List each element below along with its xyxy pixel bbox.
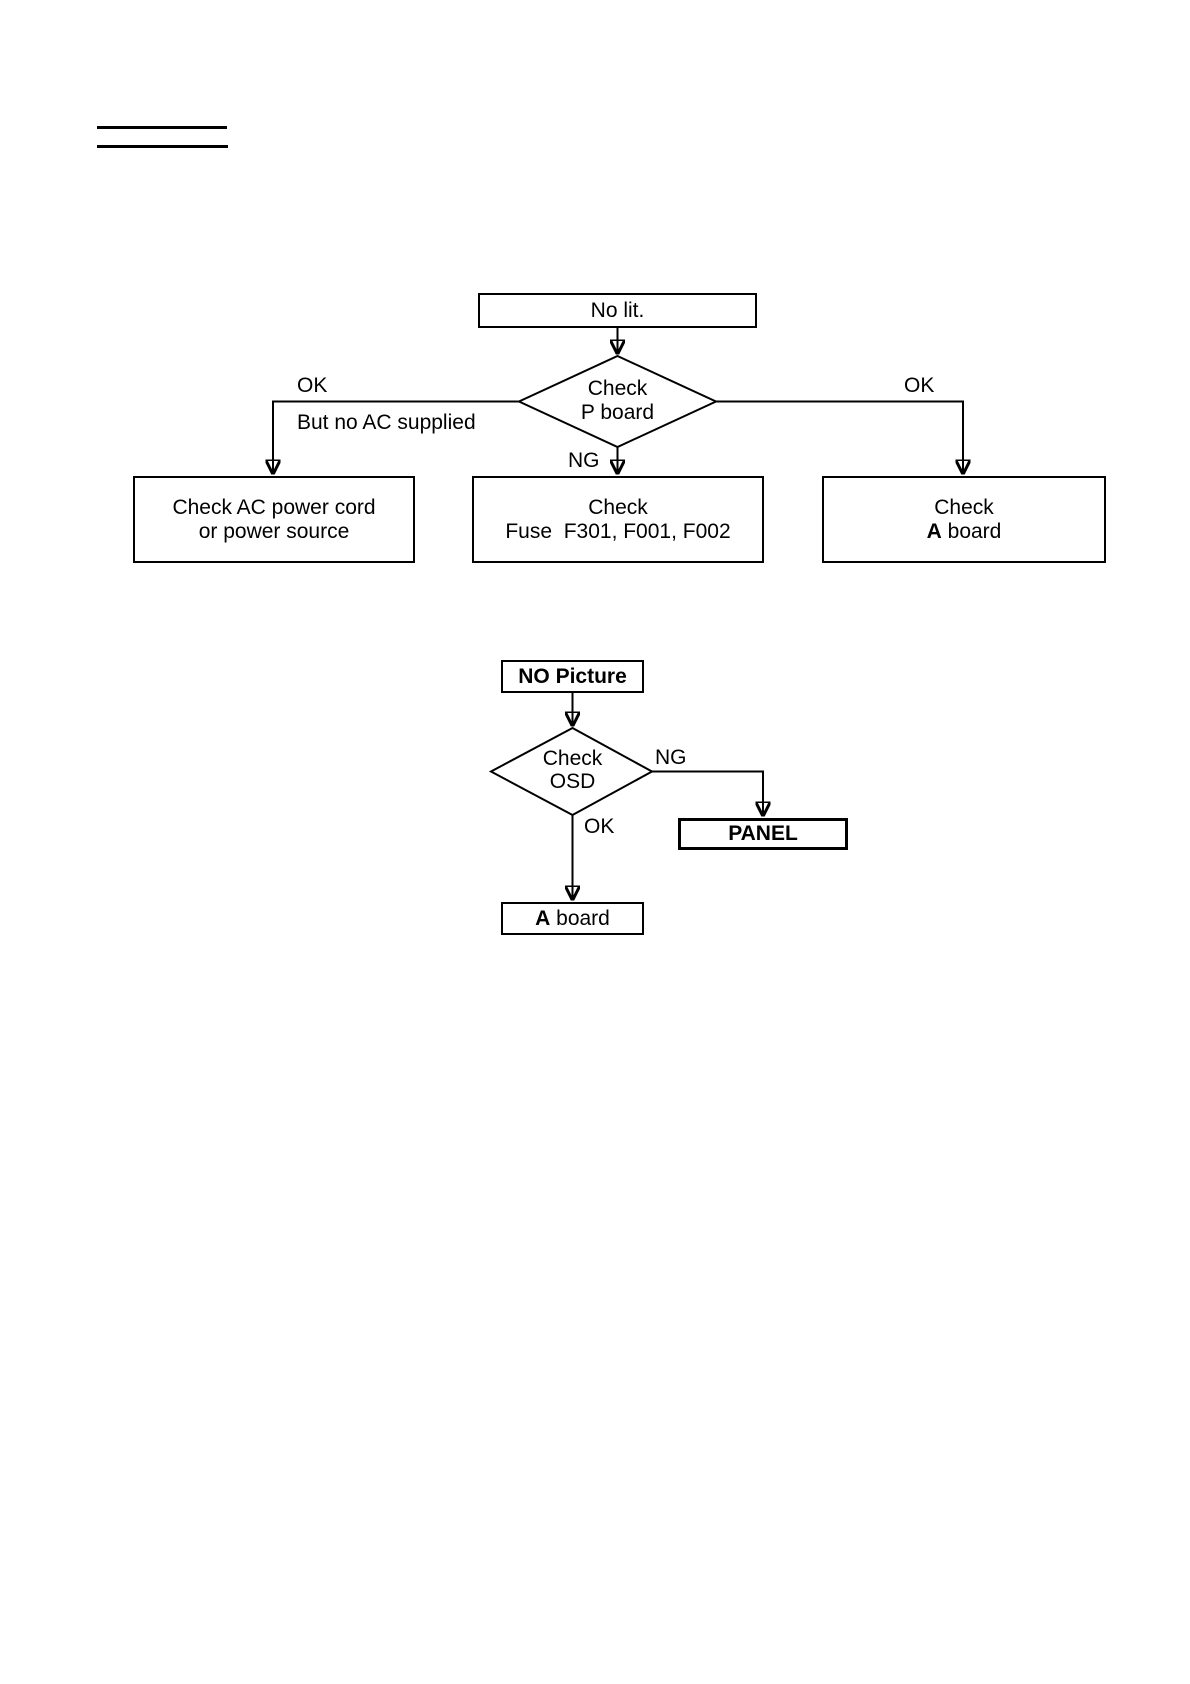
check-fuse-line2: Fuse F301, F001, F002 (505, 519, 731, 543)
label-ok-left: OK (297, 374, 328, 397)
flowchart-box-check-a-board: Check A board (822, 476, 1106, 563)
a-board-rest: board (550, 906, 610, 930)
check-ac-line1: Check AC power cord (172, 495, 376, 519)
decision-text-p-board: Check P board (519, 377, 716, 425)
no-picture-label: NO Picture (518, 664, 627, 688)
flowchart-box-check-fuse: Check Fuse F301, F001, F002 (472, 476, 764, 563)
a-board-label: A board (535, 907, 610, 931)
label-ok-a-board-branch: OK (584, 815, 615, 838)
label-ok-right: OK (904, 374, 935, 397)
flowchart-box-a-board: A board (501, 902, 644, 935)
check-ac-line2: or power source (198, 519, 350, 543)
label-ng-panel-branch: NG (655, 746, 687, 769)
heading-rule-top (97, 126, 227, 129)
flowchart-box-check-ac-power: Check AC power cord or power source (133, 476, 415, 563)
decision-osd-line1: Check (542, 747, 603, 770)
label-ng-fuse-branch: NG (568, 449, 600, 472)
flowchart-box-no-picture: NO Picture (501, 660, 644, 693)
a-board-bold-a: A (535, 906, 551, 930)
decision-p-board-line2: P board (580, 401, 655, 424)
panel-label: PANEL (728, 822, 798, 845)
no-lit-label: No lit. (590, 298, 645, 322)
flowchart-box-no-lit: No lit. (478, 293, 757, 328)
decision-p-board-line1: Check (587, 377, 648, 400)
connector-ng-to-panel-box (652, 770, 763, 816)
check-fuse-line1: Check (588, 495, 648, 519)
label-but-no-ac-supplied: But no AC supplied (297, 411, 476, 434)
check-a-board-rest: board (941, 519, 1002, 543)
decision-text-osd: Check OSD (491, 747, 654, 793)
check-a-board-line2: A board (927, 520, 1002, 544)
check-a-board-line1: Check (934, 495, 994, 519)
flowchart-box-panel: PANEL (678, 818, 848, 850)
connector-left-to-ac-box (273, 400, 519, 474)
check-a-board-bold-a: A (926, 519, 942, 543)
heading-rule-bottom (97, 145, 228, 148)
connector-right-to-a-board-box (716, 400, 963, 474)
decision-osd-line2: OSD (549, 770, 596, 793)
